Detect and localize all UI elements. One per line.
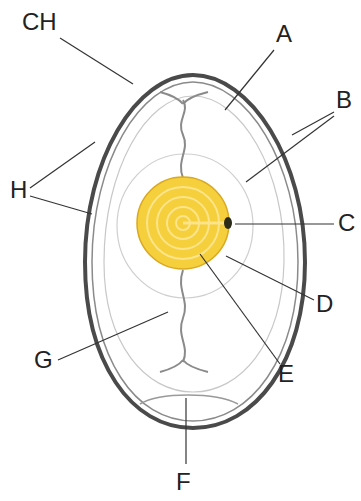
chalaza-top: [160, 92, 208, 178]
shell-membrane: [92, 82, 298, 421]
yolk: [137, 177, 229, 269]
part-label: B: [336, 86, 352, 114]
part-label: A: [276, 20, 292, 48]
part-label: G: [34, 346, 53, 374]
leader-line: [60, 38, 133, 84]
leader-line: [30, 196, 92, 214]
leader-line: [235, 223, 334, 224]
leader-line: [225, 50, 274, 110]
thick-albumen: [104, 96, 284, 392]
leader-line: [58, 312, 168, 360]
part-label: E: [278, 360, 294, 388]
egg-shell: [85, 75, 305, 428]
part-label: H: [10, 176, 27, 204]
leader-line: [30, 142, 95, 188]
leader-line: [226, 256, 314, 300]
germinal-disc: [224, 217, 232, 229]
chalaza-bottom: [160, 270, 208, 372]
latebra: [183, 222, 226, 225]
leader-line: [185, 398, 186, 464]
part-label: C: [338, 209, 355, 237]
leader-line: [246, 116, 334, 182]
part-label: F: [176, 468, 191, 496]
part-label: D: [316, 290, 333, 318]
air-cell: [140, 395, 238, 404]
leader-line: [200, 254, 280, 364]
inner-albumen: [117, 154, 253, 298]
part-label: CH: [22, 8, 57, 36]
